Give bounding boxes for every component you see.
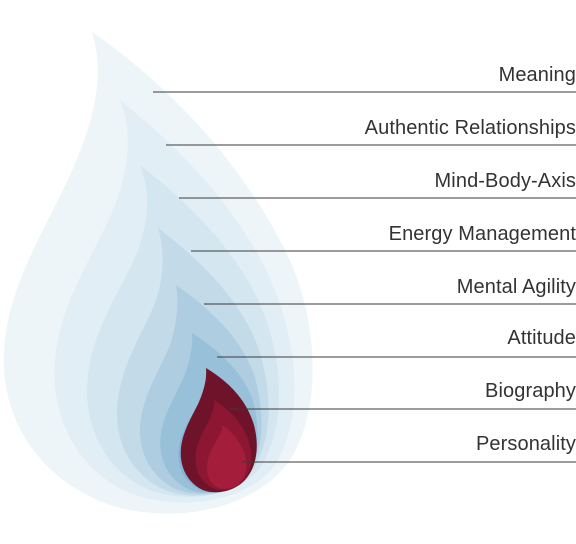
layer-label-attitude: Attitude — [507, 327, 576, 349]
layer-label-mind-body-axis: Mind-Body-Axis — [434, 170, 576, 192]
layer-label-energy-management: Energy Management — [388, 223, 576, 245]
layer-label-authentic-relationships: Authentic Relationships — [364, 117, 576, 139]
flame-core-inner — [207, 425, 247, 489]
layer-label-personality: Personality — [475, 433, 576, 455]
layer-label-mental-agility: Mental Agility — [456, 276, 576, 298]
layer-label-biography: Biography — [485, 380, 576, 402]
leader-lines — [153, 91, 576, 463]
layer-label-meaning: Meaning — [498, 64, 576, 86]
